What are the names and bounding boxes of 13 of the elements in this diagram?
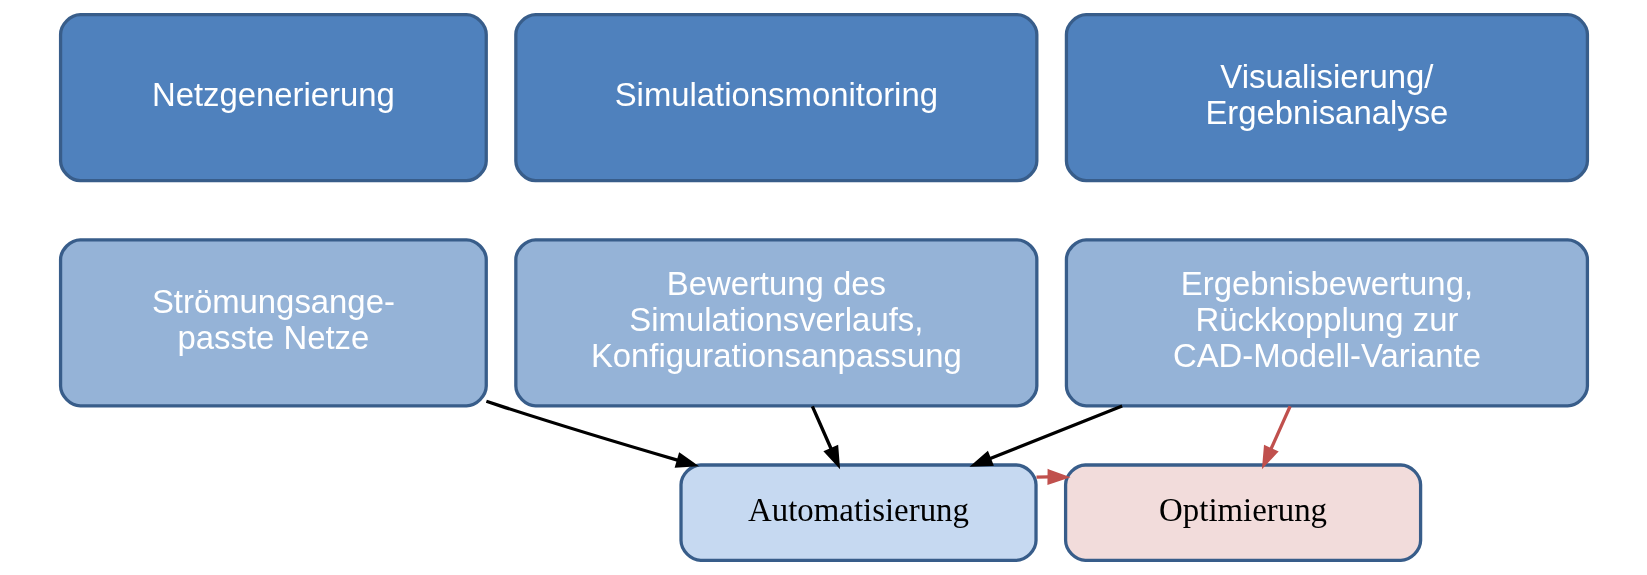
node-box: Netzgenerierung xyxy=(58,13,488,183)
arrow xyxy=(969,404,1123,467)
node-box: Visualisierung/ Ergebnisanalyse xyxy=(1064,13,1589,183)
node-box: Ergebnisbewertung, Rückkopplung zur CAD-Modell-Variante xyxy=(1064,238,1589,408)
node-box: Strömungsange- passte Netze xyxy=(58,238,488,408)
arrow xyxy=(1036,468,1071,485)
node-box: Optimierung xyxy=(1063,463,1422,562)
arrow xyxy=(485,399,699,468)
node-box: Simulationsmonitoring xyxy=(513,13,1038,183)
node-box: Bewertung des Simulationsverlaufs, Konfigurationsanpassung xyxy=(513,238,1038,408)
arrow xyxy=(810,405,840,470)
arrow xyxy=(1261,405,1292,470)
node-box: Automatisierung xyxy=(678,463,1038,562)
